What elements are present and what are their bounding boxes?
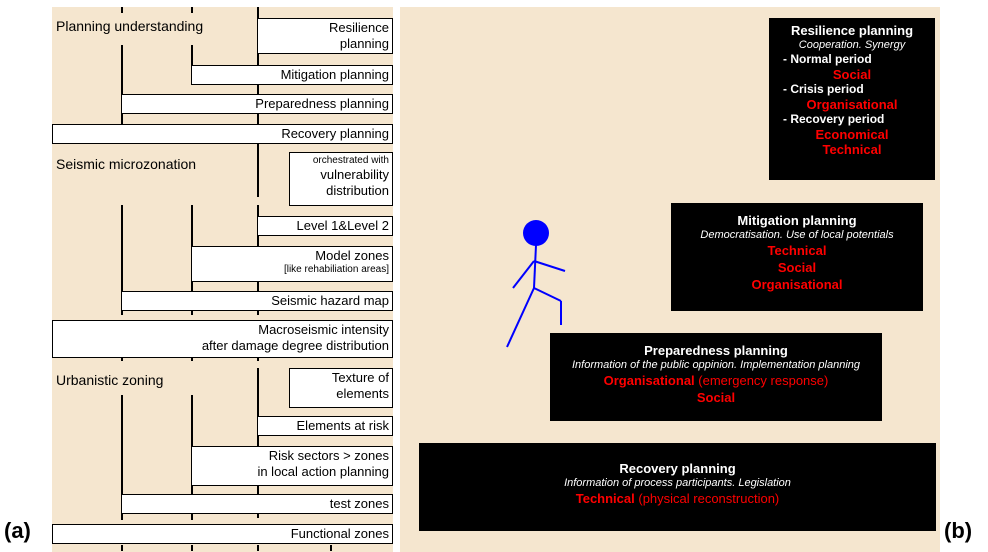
tick-mark bbox=[330, 545, 332, 551]
period-normal: - Normal period bbox=[783, 52, 872, 66]
aspect-technical: Technical bbox=[767, 243, 827, 258]
tick-mark bbox=[191, 355, 193, 361]
aspect-organisational: Organisational bbox=[806, 97, 898, 112]
box-line: Macroseismic intensity bbox=[258, 322, 389, 337]
box-resilience-planning: Resilience planning bbox=[257, 18, 393, 54]
box-preparedness-planning: Preparedness planning bbox=[121, 94, 393, 114]
panel-label-a: (a) bbox=[4, 518, 31, 543]
resilience-planning-card: Resilience planning Cooperation. Synergy… bbox=[769, 18, 935, 180]
period-crisis: - Crisis period bbox=[783, 82, 864, 96]
aspect-organisational: Organisational bbox=[603, 373, 695, 388]
aspect-social: Social bbox=[832, 67, 872, 82]
box-macroseismic: Macroseismic intensity after damage degr… bbox=[52, 320, 393, 358]
box-line: in local action planning bbox=[257, 464, 389, 479]
card-subtitle: Information of the public oppinion. Impl… bbox=[571, 359, 861, 371]
aspect-note: (physical reconstruction) bbox=[634, 491, 780, 506]
aspect-economical: Economical bbox=[815, 127, 889, 142]
recovery-planning-card: Recovery planning Information of process… bbox=[419, 443, 936, 531]
mitigation-planning-card: Mitigation planning Democratisation. Use… bbox=[671, 203, 923, 311]
card-subtitle: Information of process participants. Leg… bbox=[564, 477, 791, 489]
box-line: Resilience bbox=[329, 20, 389, 35]
aspect-organisational: Organisational bbox=[751, 277, 843, 292]
box-elements-at-risk: Elements at risk bbox=[257, 416, 393, 436]
box-mitigation-planning: Mitigation planning bbox=[191, 65, 393, 85]
box-texture: Texture of elements bbox=[289, 368, 393, 408]
preparedness-planning-card: Preparedness planning Information of the… bbox=[550, 333, 882, 421]
card-subtitle: Cooperation. Synergy bbox=[798, 39, 906, 51]
aspect-technical: Technical bbox=[575, 491, 635, 506]
aspect-note: (emergency response) bbox=[694, 373, 829, 388]
tick-mark bbox=[257, 545, 259, 551]
box-line: orchestrated with bbox=[312, 155, 389, 166]
section-seismic-microzonation: Seismic microzonation bbox=[56, 156, 197, 172]
box-risk-sectors: Risk sectors > zones in local action pla… bbox=[191, 446, 393, 486]
tick-mark bbox=[191, 545, 193, 551]
aspect-technical: Technical bbox=[822, 142, 882, 157]
timeline-line bbox=[257, 368, 259, 518]
figure-body bbox=[533, 244, 537, 289]
tick-mark bbox=[191, 7, 193, 13]
aspect-social: Social bbox=[696, 390, 736, 405]
figure-leg bbox=[506, 287, 535, 348]
timeline-line bbox=[121, 45, 123, 130]
card-title: Preparedness planning bbox=[644, 343, 788, 358]
box-test-zones: test zones bbox=[121, 494, 393, 514]
figure-leg bbox=[533, 287, 562, 302]
box-line: vulnerability bbox=[320, 167, 389, 182]
figure-head bbox=[523, 220, 549, 246]
section-planning-understanding: Planning understanding bbox=[56, 18, 204, 34]
box-line: planning bbox=[339, 36, 389, 51]
period-recovery: - Recovery period bbox=[783, 112, 885, 126]
box-recovery-planning: Recovery planning bbox=[52, 124, 393, 144]
figure-arm bbox=[533, 260, 566, 272]
aspect-social: Social bbox=[777, 260, 817, 275]
box-line: distribution bbox=[326, 183, 389, 198]
box-line: after damage degree distribution bbox=[201, 338, 389, 353]
tick-mark bbox=[121, 355, 123, 361]
timeline-line bbox=[121, 205, 123, 315]
box-line: elements bbox=[336, 386, 389, 401]
box-line: Texture of bbox=[331, 370, 389, 385]
timeline-line bbox=[121, 395, 123, 520]
tick-mark bbox=[121, 7, 123, 13]
section-urbanistic-zoning: Urbanistic zoning bbox=[56, 372, 164, 388]
box-functional-zones: Functional zones bbox=[52, 524, 393, 544]
box-line: Model zones bbox=[315, 248, 389, 263]
figure-arm bbox=[512, 260, 535, 289]
panel-label-b: (b) bbox=[944, 518, 973, 543]
stick-figure-icon bbox=[506, 220, 566, 348]
card-title: Mitigation planning bbox=[737, 213, 857, 228]
tick-mark bbox=[257, 355, 259, 361]
card-title: Recovery planning bbox=[619, 461, 736, 476]
tick-mark bbox=[121, 545, 123, 551]
box-model-zones: Model zones [like rehabiliation areas] bbox=[191, 246, 393, 282]
card-title: Resilience planning bbox=[790, 23, 914, 38]
card-subtitle: Democratisation. Use of local potentials bbox=[700, 229, 894, 241]
box-line: Risk sectors > zones bbox=[268, 448, 389, 463]
box-orchestrated: orchestrated with vulnerability distribu… bbox=[289, 152, 393, 206]
box-line: [like rehabiliation areas] bbox=[283, 264, 389, 275]
box-seismic-hazard-map: Seismic hazard map bbox=[121, 291, 393, 311]
box-level: Level 1&Level 2 bbox=[257, 216, 393, 236]
